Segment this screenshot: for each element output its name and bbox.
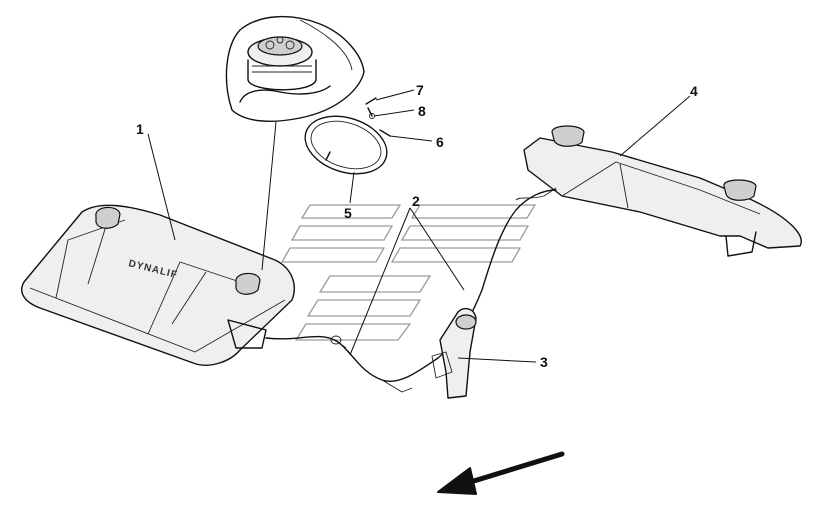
callout-7: 7 (416, 82, 424, 98)
callout-5: 5 (344, 205, 352, 221)
callout-6: 6 (436, 134, 444, 150)
fuel-hose (265, 189, 557, 393)
fuel-tank-secondary (515, 125, 802, 257)
callout-1: 1 (136, 121, 144, 137)
filler-neck (431, 307, 477, 399)
callout-4: 4 (690, 83, 698, 99)
gasket-ring (304, 115, 391, 175)
callout-2: 2 (412, 193, 420, 209)
callouts: 1 2 3 4 5 6 7 8 (136, 82, 698, 370)
watermark-logo-icon (280, 204, 537, 341)
leader-lines (147, 89, 691, 363)
callout-3: 3 (540, 354, 548, 370)
callout-8: 8 (418, 103, 426, 119)
arrow-left-down-icon (437, 451, 565, 495)
pump-detail-inset (225, 15, 365, 122)
fuel-tank-main: DYNALIF (21, 204, 295, 366)
